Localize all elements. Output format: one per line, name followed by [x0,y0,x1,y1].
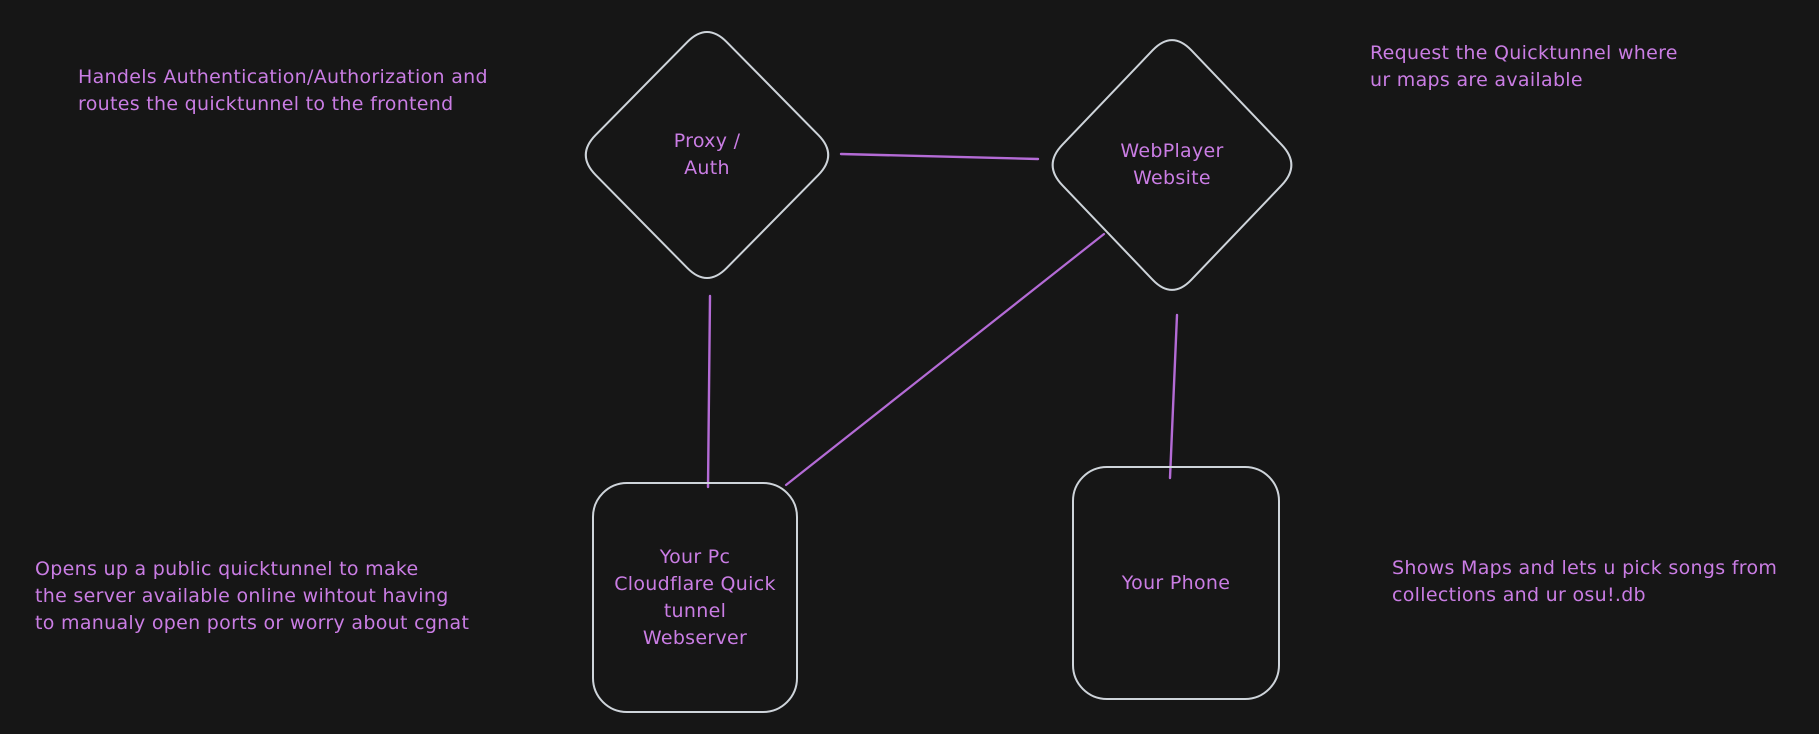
note-proxy-auth-description: Handels Authentication/Authorization and… [78,64,488,118]
your-pc-label-line: Cloudflare Quick [614,572,776,595]
note-your-phone-description: Shows Maps and lets u pick songs from co… [1392,555,1777,609]
your-phone-label: Your Phone [1073,467,1279,699]
webplayer-website-label: WebPlayer Website [1043,30,1301,300]
connector-webplayer-to-your-phone [1168,313,1179,480]
proxy-auth-label-line: Auth [684,157,730,179]
note-line: to manualy open ports or worry about cgn… [35,612,470,634]
note-line: Shows Maps and lets u pick songs from [1392,557,1778,579]
note-line: routes the quicktunnel to the frontend [78,93,454,115]
note-line: Opens up a public quicktunnel to make [35,558,419,580]
proxy-auth-diamond [584,30,830,280]
proxy-auth-label-line: Proxy / [673,130,741,152]
your-pc-label-line: Your Pc [659,545,731,568]
connector-webplayer-to-your-pc [784,232,1106,487]
webplayer-website-label-line: WebPlayer [1120,140,1224,162]
note-line: ur maps are available [1370,69,1583,91]
note-line: collections and ur osu!.db [1392,584,1646,606]
connector-proxy-to-your-pc [706,294,712,489]
your-phone-box [1072,466,1280,700]
note-line: Request the Quicktunnel where [1370,42,1678,64]
connector-proxy-to-webplayer [839,152,1040,161]
note-line: Handels Authentication/Authorization and [78,66,488,88]
your-pc-label: Your Pc Cloudflare Quick tunnel Webserve… [593,483,797,712]
your-phone-label-line: Your Phone [1121,571,1231,594]
webplayer-website-label-line: Website [1133,167,1211,189]
proxy-auth-label: Proxy / Auth [576,20,838,290]
note-your-pc-description: Opens up a public quicktunnel to make th… [35,556,469,637]
your-pc-box [592,482,798,713]
webplayer-website-diamond [1051,39,1293,291]
note-webplayer-description: Request the Quicktunnel where ur maps ar… [1370,40,1678,94]
your-pc-label-line: tunnel [663,599,727,622]
your-pc-label-line: Webserver [642,626,748,649]
note-line: the server available online wihtout havi… [35,585,449,607]
